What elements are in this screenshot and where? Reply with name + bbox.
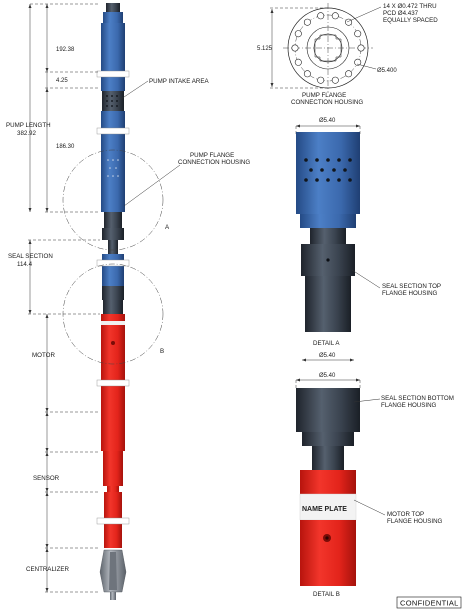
motor-upper: [101, 330, 125, 380]
seal-upper-blue: [102, 254, 124, 260]
dim-4-25: 4.25: [56, 78, 68, 84]
pump-intake-section: [102, 91, 124, 111]
sensor-lower: [104, 492, 122, 518]
flange-caption-2: CONNECTION HOUSING: [291, 99, 363, 106]
seal-bottom-label-2: FLANGE HOUSING: [381, 402, 437, 409]
pump-flange-leader: [123, 164, 181, 207]
motor-label: MOTOR: [32, 352, 55, 359]
motor-top-label-1: MOTOR TOP: [387, 511, 424, 518]
pump-flange-collar: [104, 212, 122, 228]
pump-length-label: PUMP LENGTH: [6, 122, 51, 129]
detail-b-motor-body: [300, 520, 356, 586]
detail-b-neck: [312, 446, 344, 470]
detail-a-seal-mid: [305, 276, 351, 296]
flange-bolt-holes: [291, 12, 365, 84]
seal-lower: [102, 286, 124, 300]
seal-section-value: 114.4: [17, 261, 33, 268]
pump-flange-housing: [101, 190, 125, 212]
pump-intake-leader: [120, 80, 149, 100]
seal-section-label: SEAL SECTION: [8, 253, 53, 260]
detail-a-caption: DETAIL A: [313, 340, 340, 347]
detail-b-motor-head: [300, 470, 356, 494]
flange-holes-label: 14 X Ø0.472 THRU: [383, 3, 437, 10]
pump-length-value: 382.92: [17, 130, 36, 137]
detail-a-holes: [304, 158, 352, 182]
seal-bottom-collar: [103, 300, 123, 314]
pump-lower-section: [101, 111, 125, 128]
motor-top-label-2: FLANGE HOUSING: [387, 518, 443, 525]
break-lines: [96, 70, 130, 525]
motor-lower: [101, 386, 125, 451]
seal-body: [102, 266, 124, 286]
pump-flange-label-1: PUMP FLANGE: [190, 152, 234, 159]
pump-body-lower: [101, 134, 125, 190]
seal-top-label-2: FLANGE HOUSING: [382, 290, 438, 297]
centralizer-fin: [109, 552, 117, 590]
seal-top-label-1: SEAL SECTION TOP: [382, 283, 441, 290]
pump-intake-label: PUMP INTAKE AREA: [149, 78, 209, 85]
flange-top-view: [270, 3, 382, 93]
sensor-label: SENSOR: [33, 475, 60, 482]
pump-flange-holes: [107, 159, 119, 177]
detail-a-flange-lip: [300, 214, 356, 228]
name-plate-text: NAME PLATE: [302, 506, 347, 513]
confidential-label: CONFIDENTIAL: [400, 599, 459, 608]
seal-bottom-label-1: SEAL SECTION BOTTOM: [381, 395, 454, 402]
detail-a-marker: A: [165, 224, 170, 231]
centralizer-tip: [110, 592, 116, 600]
detail-a-diameter: Ø5.40: [319, 118, 336, 124]
detail-b-caption: DETAIL B: [313, 591, 340, 598]
pump-flange-collar-2: [102, 228, 124, 240]
motor-name-band: [101, 321, 125, 325]
confidential-box: [396, 596, 462, 609]
pump-upper-section: [101, 23, 125, 71]
seal-neck: [108, 240, 118, 254]
top-cap: [106, 3, 120, 13]
centralizer-label: CENTRALIZER: [26, 566, 70, 573]
sensor-upper: [103, 451, 123, 486]
dim-192-38: 192.38: [56, 47, 75, 53]
top-neck: [103, 12, 123, 24]
detail-b-seal-step: [302, 432, 354, 446]
detail-a-collar: [310, 228, 346, 244]
main-assembly: [96, 3, 130, 600]
detail-b-seal-bottom: [296, 388, 360, 432]
detail-a: [295, 124, 381, 332]
detail-a-pump-housing: [296, 132, 360, 214]
flange-caption-1: PUMP FLANGE: [302, 92, 346, 99]
detail-a-circle: [62, 149, 164, 251]
flange-spacing-label: EQUALLY SPACED: [383, 17, 438, 24]
detail-b-name-plate-band: [299, 493, 357, 521]
detail-a-seal-body: [305, 296, 351, 332]
pump-mid-section: [101, 77, 125, 91]
detail-b-diameter: Ø5.40: [319, 373, 336, 379]
flange-od-label: Ø5.400: [377, 68, 397, 74]
pump-flange-label-2: CONNECTION HOUSING: [178, 159, 250, 166]
motor-port: [111, 341, 115, 345]
intake-holes: [106, 95, 118, 107]
dim-186-30: 186.30: [56, 144, 75, 150]
detail-b-marker: B: [160, 348, 164, 355]
detail-b-diameter-top: Ø5.40: [319, 353, 336, 359]
flange-height-label: 5.125: [257, 46, 273, 52]
sensor-neck: [107, 486, 119, 492]
flange-pcd-label: PCD Ø4.437: [383, 10, 419, 17]
detail-b: [295, 358, 386, 586]
dimension-lines: [28, 3, 100, 593]
sensor-tail: [104, 524, 122, 548]
